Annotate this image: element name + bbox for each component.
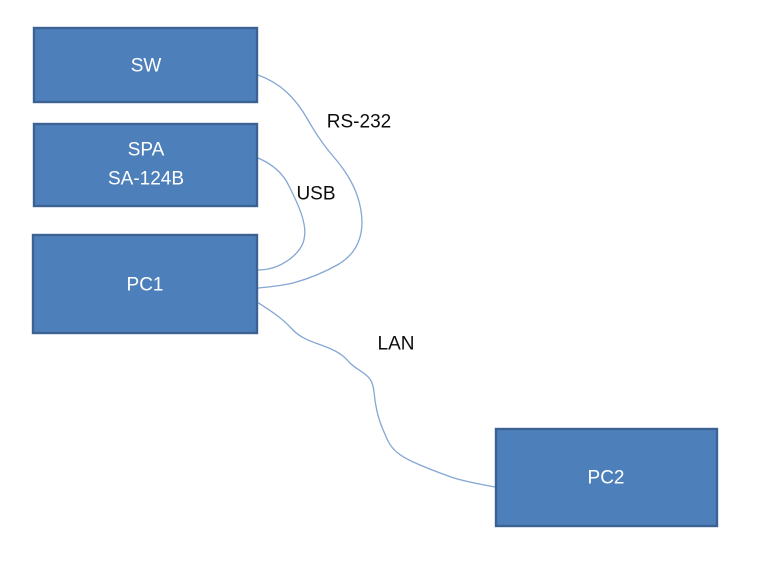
node-pc1-label: PC1 bbox=[127, 275, 164, 296]
wire-usb bbox=[257, 157, 306, 271]
node-pc2: PC2 bbox=[494, 427, 719, 528]
node-sw-box bbox=[32, 26, 259, 104]
node-pc2-box bbox=[494, 427, 719, 528]
node-spa-label-line1: SPA bbox=[128, 140, 165, 161]
node-sw: SW bbox=[32, 26, 259, 104]
rs232-label: RS-232 bbox=[327, 112, 391, 133]
node-spa-label-line2: SA-124B bbox=[108, 169, 184, 190]
lan-label: LAN bbox=[378, 334, 415, 355]
node-spa: SPA SA-124B bbox=[32, 122, 259, 208]
node-spa-box bbox=[32, 122, 259, 208]
wire-rs232 bbox=[257, 74, 363, 289]
usb-label: USB bbox=[296, 184, 335, 205]
wire-lan bbox=[256, 301, 496, 488]
node-sw-label: SW bbox=[131, 56, 162, 77]
node-pc2-label: PC2 bbox=[588, 468, 625, 489]
node-pc1-box bbox=[31, 233, 259, 335]
node-pc1: PC1 bbox=[31, 233, 259, 335]
